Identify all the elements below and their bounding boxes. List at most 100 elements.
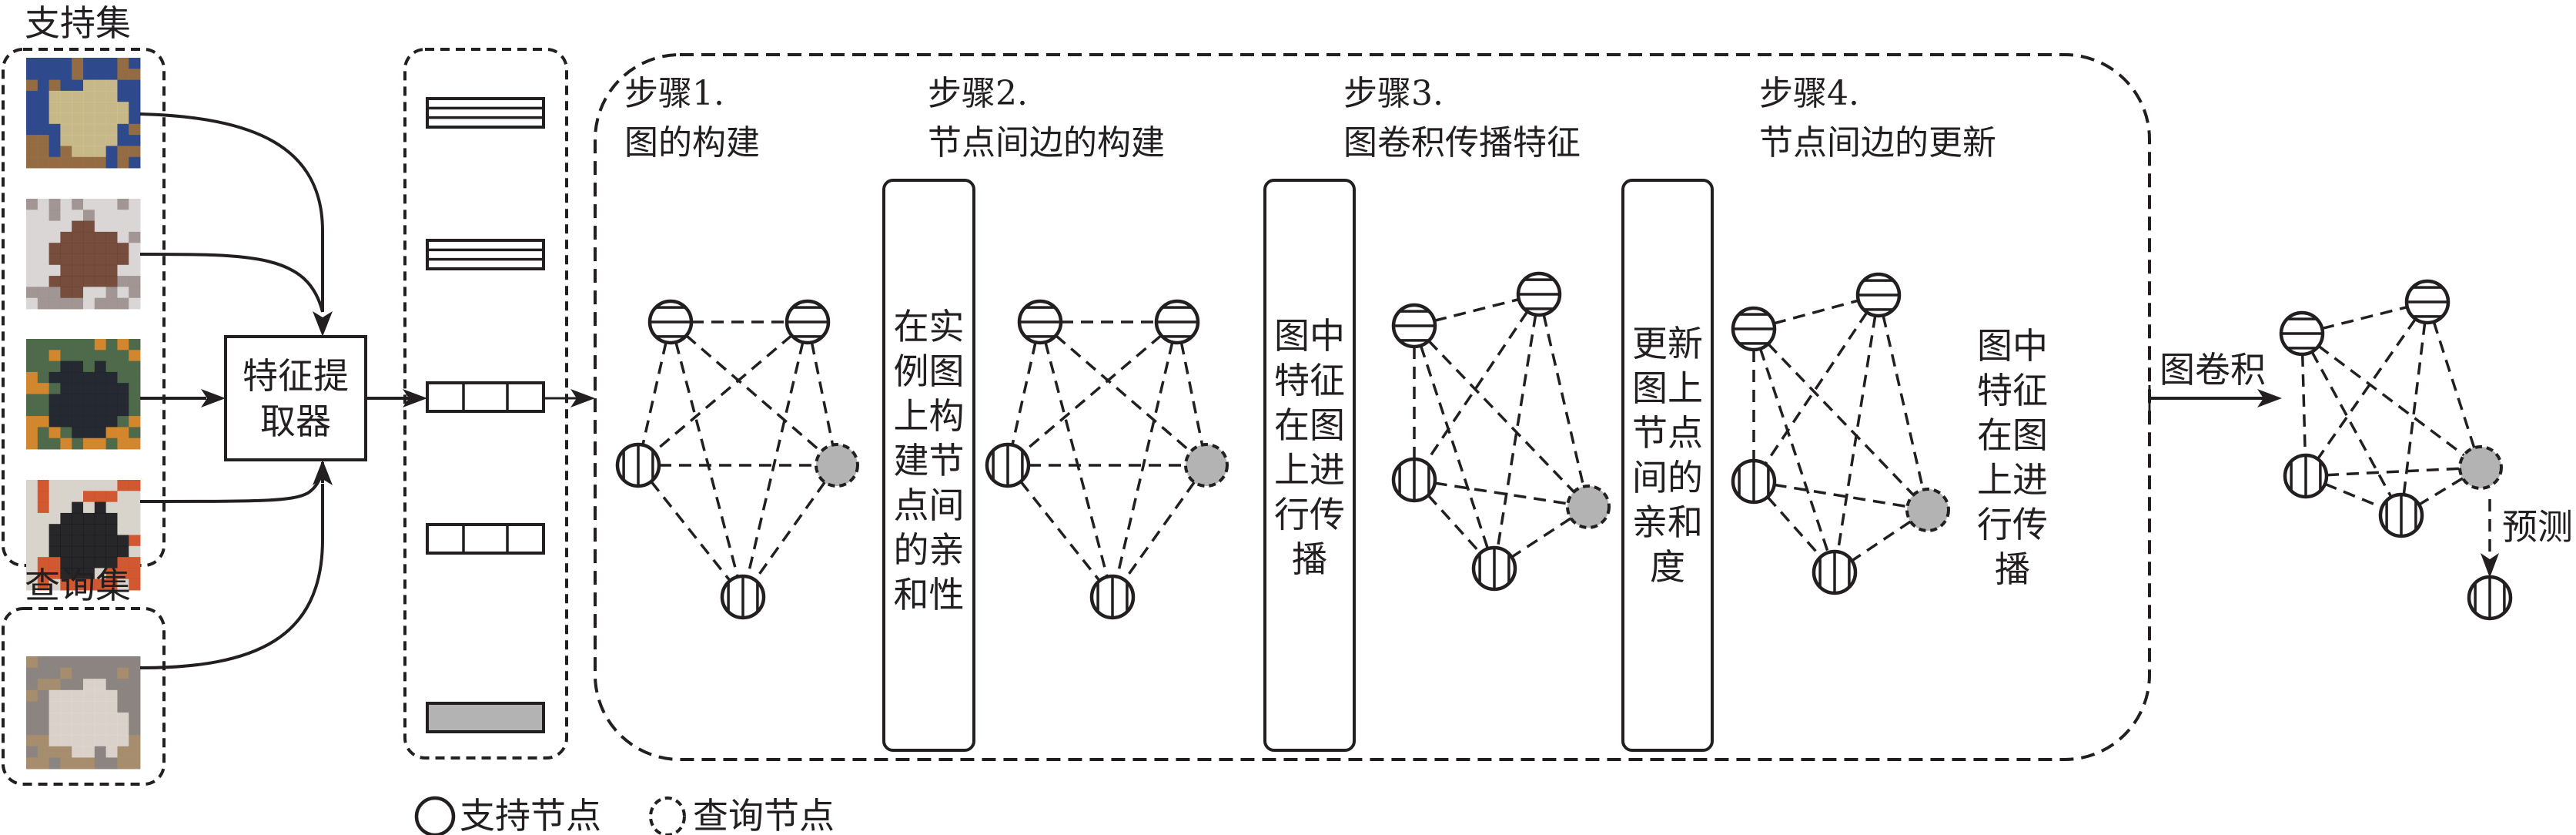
arrow-image-2 <box>139 253 324 313</box>
graph-edge <box>641 341 667 446</box>
feature-vector-2 <box>426 239 545 270</box>
graph-edge <box>1758 348 1830 553</box>
step-3-label: 步骤3. <box>1343 74 1444 113</box>
process-panel-box <box>594 53 2151 761</box>
arrow-image-4 <box>139 461 324 503</box>
process-box-text-row: 亲和 <box>1632 501 1703 543</box>
graph-edge <box>2310 350 2393 498</box>
step-1-label: 步骤1. <box>624 74 724 113</box>
support-node <box>1516 271 1562 317</box>
support-node <box>1855 272 1902 318</box>
process-box-text-row: 图中 <box>1274 315 1345 357</box>
process-box-text-row: 播 <box>1292 538 1327 580</box>
graph-edge <box>754 481 826 582</box>
support-node <box>785 299 831 345</box>
process-box-text-row: 更新 <box>1632 323 1703 364</box>
legend-query-node-label: 查询节点 <box>693 795 835 835</box>
graph-edge <box>2418 477 2464 506</box>
graph-edge <box>2432 321 2476 448</box>
graph-edge <box>653 334 793 453</box>
predict-arrow-head <box>2481 553 2499 578</box>
arrow-head-up <box>313 460 333 485</box>
legend-support-node-icon <box>414 796 456 835</box>
step-2-title: 节点间边的构建 <box>928 123 1165 163</box>
support-node <box>1731 458 1777 505</box>
graph-edge <box>1773 299 1859 325</box>
graph-edge <box>685 334 822 453</box>
trailing-text-row: 播 <box>1995 548 2030 590</box>
support-image-3 <box>26 339 141 450</box>
process-box-text-row: 点间 <box>894 485 965 526</box>
arrow-image-1 <box>139 112 324 312</box>
support-set-title: 支持集 <box>25 2 131 44</box>
support-node <box>2404 279 2451 325</box>
trailing-text-row: 图中 <box>1977 325 2048 367</box>
query-set: 查询集 <box>2 565 166 786</box>
query-image-1 <box>26 656 141 770</box>
graph-edge <box>1022 334 1163 453</box>
process-box-text-row: 上构 <box>894 395 965 437</box>
query-set-title: 查询集 <box>25 565 131 606</box>
arrow-head-right <box>201 389 226 407</box>
graph-edge <box>1044 341 1109 578</box>
support-node <box>647 299 694 345</box>
graph-convolution-output: 图卷积 预测 <box>2148 279 2573 621</box>
graph-edge <box>650 481 731 582</box>
support-node <box>1089 574 1136 620</box>
process-box-text-row: 上进 <box>1274 449 1345 491</box>
query-node <box>2458 445 2503 490</box>
support-image-1 <box>26 58 141 169</box>
feature-column <box>403 48 568 760</box>
step-2-label: 步骤2. <box>928 74 1028 113</box>
step-4-label: 步骤4. <box>1759 74 1859 113</box>
graph-edge <box>2326 467 2461 477</box>
process-box-text-row: 建节 <box>894 440 965 481</box>
support-node <box>1731 306 1777 352</box>
graph-edge <box>1427 494 1482 555</box>
graph-step-1 <box>615 299 859 620</box>
graph-edge <box>1179 342 1204 445</box>
process-box-text-row: 节点 <box>1632 412 1703 454</box>
graph-step-2 <box>985 299 1229 620</box>
graph-edge <box>1774 483 1908 508</box>
legend-query-node-icon <box>649 796 686 835</box>
support-node <box>1471 545 1517 592</box>
process-box-text-row: 度 <box>1650 546 1685 588</box>
support-node <box>2279 310 2325 357</box>
graph-edge <box>1510 517 1572 558</box>
step-3-title: 图卷积传播特征 <box>1343 123 1581 163</box>
graph-edge <box>1011 341 1037 446</box>
query-node <box>815 443 859 488</box>
graph-edge <box>1434 297 1520 323</box>
query-node <box>1905 488 1950 532</box>
support-image-2 <box>26 199 141 310</box>
graph-edge <box>1123 481 1196 582</box>
support-node <box>1391 303 1437 349</box>
graph-edge <box>1542 314 1585 488</box>
support-node <box>615 442 661 488</box>
graph-edge <box>2300 354 2307 456</box>
support-node <box>720 574 766 620</box>
graph-conv-arrow-head <box>2257 389 2282 407</box>
graph-edge <box>2324 482 2383 509</box>
process-box-text-row: 间的 <box>1632 457 1703 498</box>
graph-edge <box>674 341 739 578</box>
support-set: 支持集 <box>2 2 166 591</box>
support-set-box <box>2 48 166 567</box>
graph-final <box>2279 279 2503 538</box>
process-box-text-row: 行传 <box>1274 494 1345 535</box>
support-node <box>1391 457 1437 503</box>
feature-vector-1 <box>426 97 545 129</box>
graph-edge <box>1836 315 1877 552</box>
graph-edge <box>1851 520 1912 562</box>
trailing-text-row: 行传 <box>1977 504 2048 545</box>
graph-edge <box>1882 314 1925 491</box>
arrow-head-down <box>313 311 333 337</box>
query-set-box <box>2 607 166 786</box>
graph-edge <box>2402 322 2427 495</box>
feature-column-box <box>403 48 568 760</box>
query-node <box>1184 443 1229 488</box>
